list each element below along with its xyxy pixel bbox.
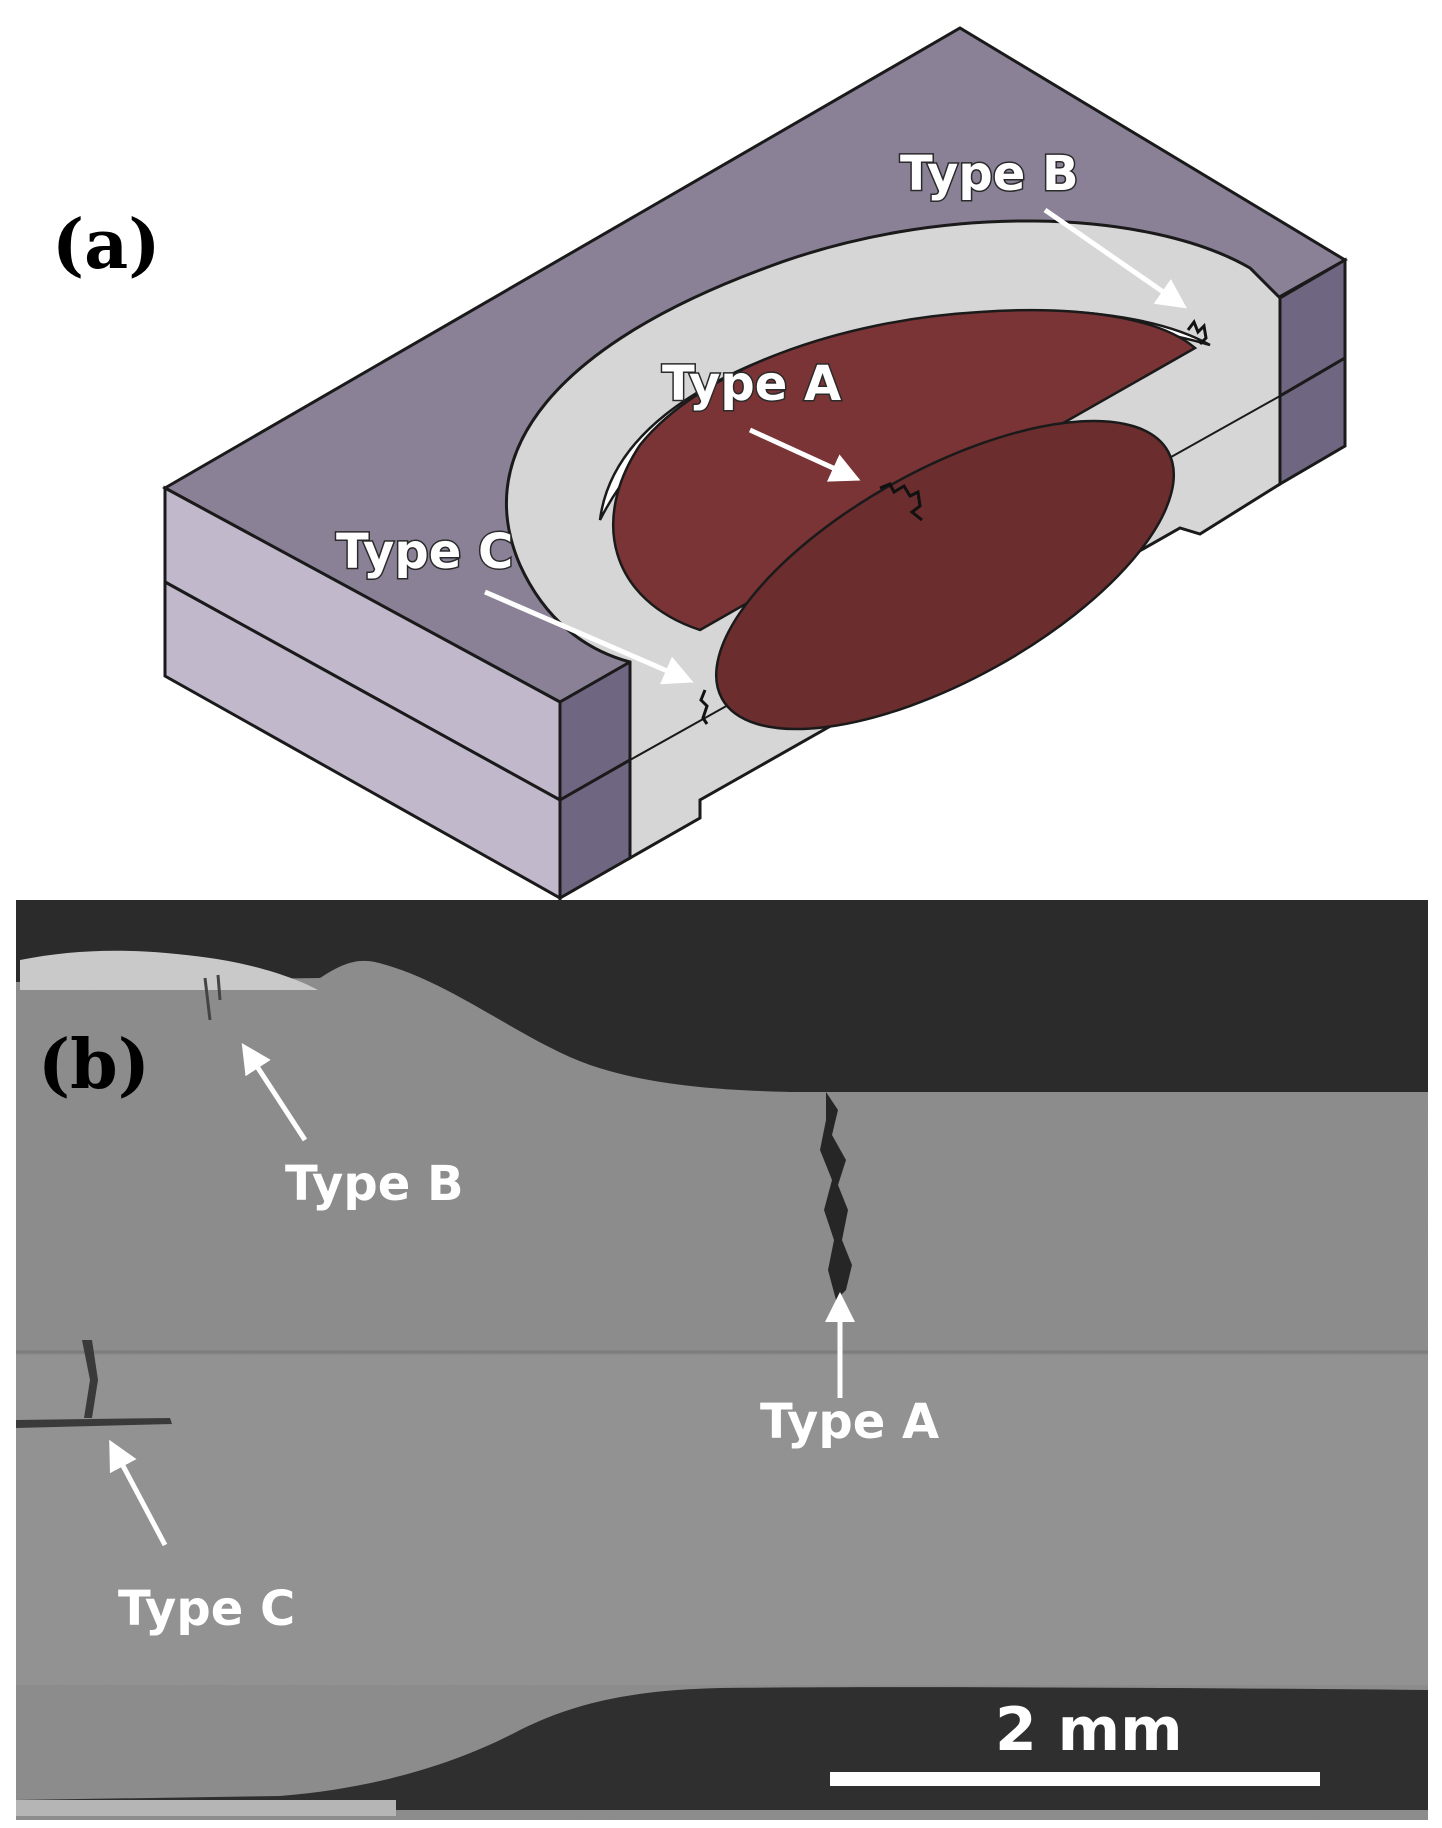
arrow-type-a-a xyxy=(748,427,861,482)
bottom-edge-light xyxy=(16,1800,396,1816)
panel-b-label: (b) xyxy=(38,1025,150,1105)
micrograph-lower-band xyxy=(16,1355,1428,1685)
panel-a-schematic: (a) Type B Type A Type C xyxy=(52,26,1348,901)
panel-a-label: (a) xyxy=(52,205,160,285)
crack-type-c-schematic xyxy=(699,689,709,725)
label-type-a-b: Type A xyxy=(760,1394,939,1450)
arrow-type-b-b xyxy=(241,1042,308,1142)
crack-type-b-micrograph xyxy=(203,974,222,1021)
crack-type-a-schematic xyxy=(879,482,923,522)
label-type-c-a: Type C xyxy=(336,524,513,580)
arrow-type-c-b xyxy=(109,1439,168,1547)
label-type-b-b: Type B xyxy=(285,1156,464,1212)
scale-bar xyxy=(830,1772,1320,1786)
crack-type-c-micrograph xyxy=(16,1340,172,1428)
top-notch-dark xyxy=(16,900,1428,1092)
label-type-b-a: Type B xyxy=(900,146,1079,202)
label-type-c-b: Type C xyxy=(118,1581,295,1637)
scale-bar-label: 2 mm xyxy=(995,1695,1183,1765)
upper-nugget xyxy=(611,308,1198,632)
arrow-type-b-a xyxy=(1043,207,1187,309)
arrow-type-c-a xyxy=(484,589,694,685)
lower-nugget xyxy=(714,419,1176,731)
panel-b-micrograph: (b) Type B Type A Type C 2 mm xyxy=(16,900,1428,1820)
label-type-a-a: Type A xyxy=(662,356,841,412)
crack-type-b-schematic xyxy=(1186,318,1208,346)
top-left-sliver xyxy=(20,950,318,990)
crack-type-a-micrograph xyxy=(820,1092,852,1300)
